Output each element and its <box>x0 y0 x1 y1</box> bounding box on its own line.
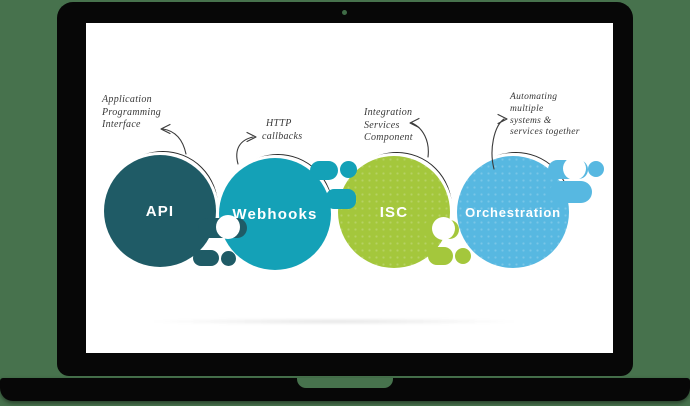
api-blob-capsule-small <box>193 250 219 266</box>
api-annotation-line: Interface <box>102 119 141 130</box>
webhooks-arrow-head <box>246 131 257 143</box>
isc-arrow-head <box>409 117 420 129</box>
webhooks-blob-dot <box>340 161 357 178</box>
orchestration-annotation-line: Automating <box>510 92 558 102</box>
api-circle-group: API <box>104 151 218 267</box>
laptop-screen: API Webhooks ISC Orchestration <box>86 23 613 353</box>
orchestration-annotation-line: multiple <box>510 103 544 114</box>
isc-blob-bite <box>432 217 455 240</box>
isc-circle-label: ISC <box>379 203 409 221</box>
diagram-shadow <box>144 318 524 325</box>
webhooks-annotation-line: callbacks <box>262 130 303 142</box>
isc-annotation-line: Component <box>364 132 413 143</box>
laptop-lid: API Webhooks ISC Orchestration <box>57 2 633 376</box>
webhooks-blob-capsule <box>310 161 338 180</box>
api-annotation-line: Application <box>102 94 152 105</box>
isc-annotation: Integration Services Component <box>364 107 413 145</box>
laptop-base <box>0 378 690 401</box>
orchestration-circle-label: Orchestration <box>465 204 561 220</box>
isc-annotation-line: Integration <box>364 107 413 118</box>
api-circle-label: API <box>145 202 175 220</box>
isc-blob-dot <box>455 248 471 264</box>
isc-annotation-line: Services <box>364 119 400 131</box>
orchestration-arrow-head <box>497 113 508 125</box>
api-circle: API <box>104 155 216 267</box>
orchestration-annotation-line: services together <box>510 127 580 138</box>
api-blob-dot <box>221 251 236 266</box>
annotation-arrows <box>160 113 508 170</box>
api-annotation: Application Programming Interface <box>102 94 161 132</box>
laptop-base-notch <box>297 378 393 388</box>
api-annotation-line: Programming <box>102 106 162 118</box>
webhooks-arrow <box>236 136 254 165</box>
webcam-dot <box>342 10 347 15</box>
orchestration-annotation-line: systems & <box>510 115 552 126</box>
orchestration-blob-capsule-2 <box>550 181 592 203</box>
orchestration-annotation: Automating multiple systems & services t… <box>510 92 580 139</box>
webhooks-circle-label: Webhooks <box>232 205 318 223</box>
api-arrow <box>162 128 187 155</box>
webhooks-blob-square <box>326 189 356 209</box>
orchestration-arrow <box>491 118 505 170</box>
orchestration-blob-bite <box>563 157 586 180</box>
api-blob-bite <box>216 215 240 239</box>
isc-blob-capsule-small <box>428 247 453 265</box>
webhooks-annotation: HTTP callbacks <box>262 118 302 143</box>
api-arrow-head <box>160 123 171 135</box>
orchestration-blob-dot <box>588 161 604 177</box>
webhooks-annotation-line: HTTP <box>266 118 292 129</box>
isc-arrow <box>411 122 429 158</box>
